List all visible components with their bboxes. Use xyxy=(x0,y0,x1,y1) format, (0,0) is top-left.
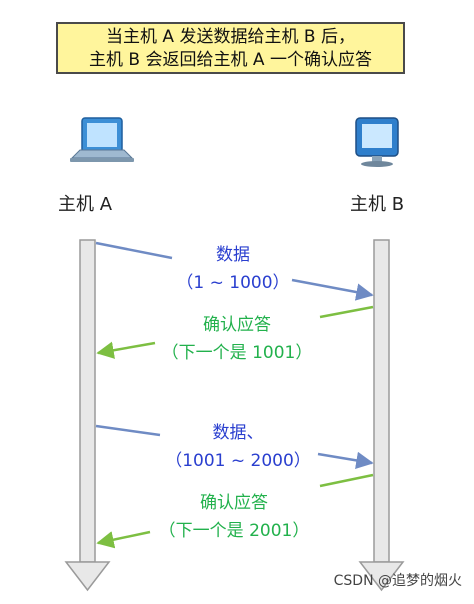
title-line-2: 主机 B 会返回给主机 A 一个确认应答 xyxy=(89,50,372,70)
watermark: CSDN @追梦的烟火 xyxy=(333,573,462,589)
message-1-line-2: （1 ~ 1000） xyxy=(176,273,290,293)
message-4-line-1: 确认应答 xyxy=(199,493,268,513)
timeline-host-a xyxy=(64,239,111,592)
message-label-2: 确认应答 （下一个是 1001） xyxy=(162,310,313,363)
timeline-host-b xyxy=(358,239,405,592)
desktop-computer-icon xyxy=(355,117,399,167)
laptop-computer-icon xyxy=(70,117,134,162)
title-box: 当主机 A 发送数据给主机 B 后， 主机 B 会返回给主机 A 一个确认应答 xyxy=(56,22,405,74)
host-a-label: 主机 A xyxy=(58,194,113,215)
title-line-1: 当主机 A 发送数据给主机 B 后， xyxy=(106,27,355,47)
message-1-line-1: 数据 xyxy=(215,245,250,265)
ack-arrow-2 xyxy=(96,473,374,549)
message-4-line-2: （下一个是 2001） xyxy=(158,521,310,541)
message-2-line-2: （下一个是 1001） xyxy=(161,343,313,363)
data-arrow-1 xyxy=(95,241,374,301)
data-arrow-2 xyxy=(95,424,374,470)
message-label-4: 确认应答 （下一个是 2001） xyxy=(159,488,310,541)
message-3-line-1: 数据、 xyxy=(212,423,264,443)
message-label-3: 数据、 （1001 ~ 2000） xyxy=(165,418,311,471)
message-2-line-1: 确认应答 xyxy=(202,315,271,335)
host-b-label: 主机 B xyxy=(350,194,405,215)
ack-arrow-1 xyxy=(96,305,374,359)
message-label-1: 数据 （1 ~ 1000） xyxy=(176,240,289,293)
message-3-line-2: （1001 ~ 2000） xyxy=(165,451,311,471)
